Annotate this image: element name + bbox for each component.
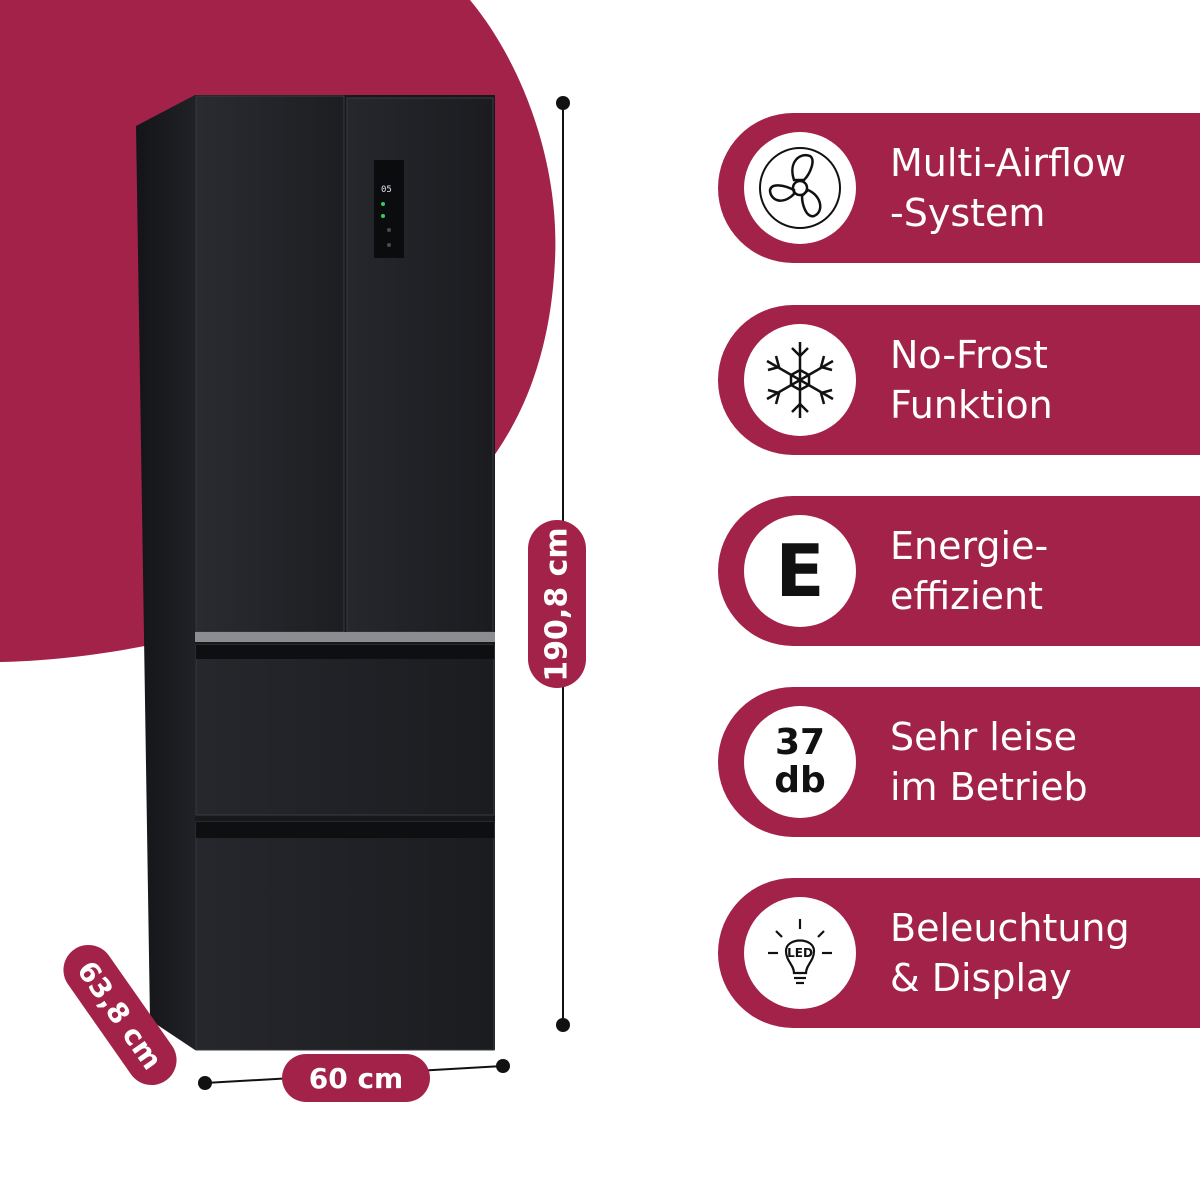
noise-unit: db bbox=[774, 760, 826, 801]
feature-line: Multi-Airflow bbox=[890, 141, 1127, 185]
feature-line: Energie- bbox=[890, 524, 1049, 568]
feature-line: Beleuchtung bbox=[890, 906, 1130, 950]
energy-class-letter: E bbox=[775, 529, 825, 613]
height-label: 190,8 cm bbox=[528, 520, 586, 688]
feature-noise: 37 db Sehr leise im Betrieb bbox=[718, 687, 1200, 837]
feature-lighting: LED Beleuchtung & Display bbox=[718, 878, 1200, 1028]
snowflake-icon bbox=[744, 324, 856, 436]
feature-no-frost: No-Frost Funktion bbox=[718, 305, 1200, 455]
led-label: LED bbox=[787, 946, 813, 960]
feature-line: im Betrieb bbox=[890, 765, 1088, 809]
width-label: 60 cm bbox=[282, 1054, 430, 1102]
feature-line: Funktion bbox=[890, 383, 1053, 427]
feature-line: -System bbox=[890, 191, 1046, 235]
fan-icon bbox=[744, 132, 856, 244]
width-value: 60 cm bbox=[308, 1061, 404, 1095]
energy-class-icon: E bbox=[744, 515, 856, 627]
noise-level-icon: 37 db bbox=[744, 706, 856, 818]
height-value: 190,8 cm bbox=[539, 526, 575, 682]
feature-line: effizient bbox=[890, 574, 1043, 618]
feature-line: Sehr leise bbox=[890, 715, 1077, 759]
noise-value: 37 bbox=[774, 722, 826, 763]
feature-line: & Display bbox=[890, 956, 1072, 1000]
led-bulb-icon: LED bbox=[744, 897, 856, 1009]
feature-energy: E Energie- effizient bbox=[718, 496, 1200, 646]
display-readout: 05 bbox=[381, 185, 392, 195]
feature-line: No-Frost bbox=[890, 333, 1048, 377]
feature-multi-airflow: Multi-Airflow -System bbox=[718, 113, 1200, 263]
